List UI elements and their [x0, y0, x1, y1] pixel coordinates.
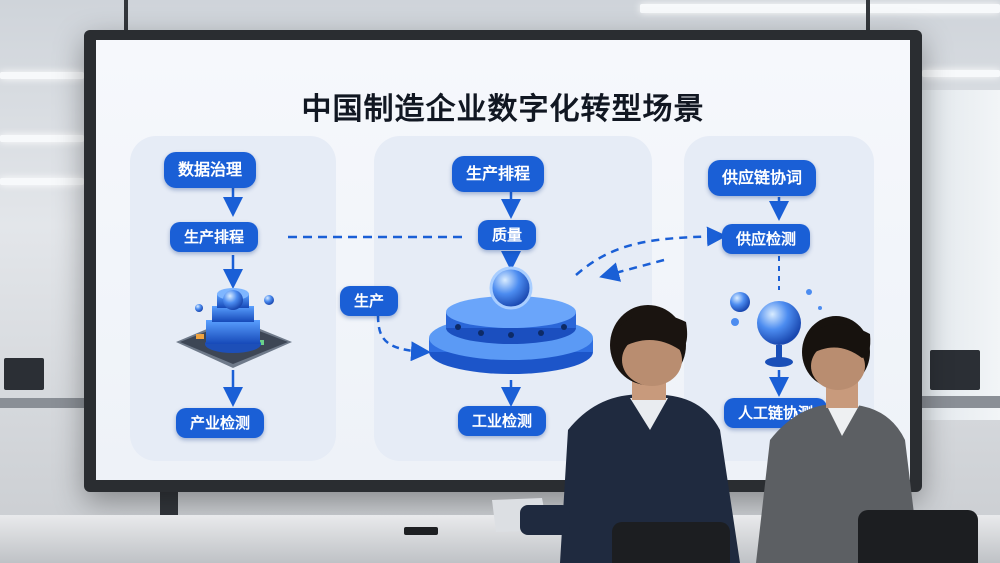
industrial-inspection-box: 工业检测 [458, 406, 547, 436]
ceiling-light [0, 72, 84, 79]
dashed-connector [376, 314, 431, 362]
person-right [756, 316, 920, 563]
dashed-connector [575, 226, 727, 276]
ceiling-light [0, 178, 84, 185]
dashed-connector [599, 258, 665, 282]
person-left [520, 305, 740, 563]
screen-stand [160, 490, 178, 520]
background-desk [922, 396, 1000, 408]
chair [612, 522, 730, 563]
quality-platform-illustration [429, 266, 593, 374]
industry-inspection-box: 产业检测 [176, 408, 265, 438]
ceiling-light [0, 135, 84, 142]
smart-factory-illustration [176, 288, 292, 368]
ceiling-light [640, 4, 1000, 13]
phone [404, 527, 438, 535]
screen-mount [124, 0, 128, 32]
supply-chain-box: 供应链协词 [708, 160, 817, 196]
slide-title: 中国制造企业数字化转型场景 [301, 92, 705, 127]
supply-sensor-illustration [730, 289, 822, 367]
background-monitor [4, 358, 44, 390]
quality-box: 质量 [478, 220, 537, 250]
background-monitor [930, 350, 980, 390]
supply-inspection-box: 供应检测 [722, 224, 811, 254]
production-box: 生产 [340, 286, 399, 316]
chair [858, 510, 978, 563]
production-scheduling-box: 生产排程 [170, 222, 259, 252]
data-governance-box: 数据治理 [164, 152, 257, 188]
ceiling-light [922, 70, 1000, 77]
production-scheduling-box: 生产排程 [452, 156, 545, 192]
screen-mount [866, 0, 870, 32]
background-desk [0, 398, 84, 408]
flow-diagram [176, 188, 822, 407]
